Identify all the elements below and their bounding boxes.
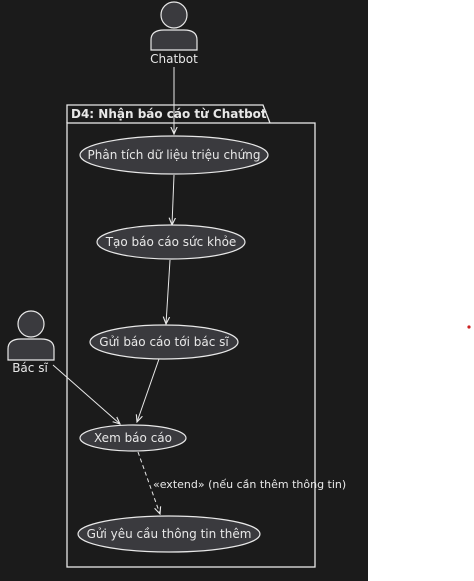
extend-label: «extend» (nếu cần thêm thông tin) bbox=[153, 478, 346, 491]
package-frame: D4: Nhận báo cáo từ Chatbot bbox=[66, 104, 316, 568]
edge-analyze-create bbox=[172, 174, 174, 225]
edge-create-send bbox=[166, 259, 171, 324]
usecase-label: Phân tích dữ liệu triệu chứng bbox=[88, 148, 261, 162]
edge-doctor-view bbox=[52, 364, 120, 424]
actor-doctor[interactable]: Bác sĩ bbox=[7, 310, 55, 375]
usecase-label: Xem báo cáo bbox=[94, 431, 172, 445]
package-tab bbox=[66, 104, 271, 124]
usecase-shape bbox=[96, 224, 246, 260]
edge-send-view bbox=[137, 358, 160, 422]
usecase-shape bbox=[79, 424, 187, 452]
usecase-label: Gửi yêu cầu thông tin thêm bbox=[87, 527, 252, 541]
red-dot-marker bbox=[467, 325, 471, 329]
diagram-panel bbox=[0, 0, 368, 581]
actor-head-icon bbox=[17, 310, 45, 338]
usecase-analyze[interactable]: Phân tích dữ liệu triệu chứng bbox=[79, 135, 269, 175]
usecase-shape bbox=[77, 515, 261, 553]
edges: «extend» (nếu cần thêm thông tin) bbox=[52, 67, 346, 514]
actor-chatbot[interactable]: Chatbot bbox=[150, 1, 198, 66]
package-title: D4: Nhận báo cáo từ Chatbot bbox=[71, 107, 267, 121]
actor-head-icon bbox=[160, 1, 188, 29]
usecase-label: Gửi báo cáo tới bác sĩ bbox=[99, 335, 229, 349]
edge-extend bbox=[137, 451, 160, 514]
blank-area bbox=[368, 0, 474, 581]
usecase-shape bbox=[89, 324, 239, 360]
usecase-view-report[interactable]: Xem báo cáo bbox=[79, 424, 187, 452]
actor-body-icon bbox=[150, 29, 198, 51]
usecase-label: Tạo báo cáo sức khỏe bbox=[105, 235, 237, 249]
usecase-request-info[interactable]: Gửi yêu cầu thông tin thêm bbox=[77, 515, 261, 553]
usecase-shape bbox=[79, 135, 269, 175]
usecase-create-report[interactable]: Tạo báo cáo sức khỏe bbox=[96, 224, 246, 260]
usecase-send-report[interactable]: Gửi báo cáo tới bác sĩ bbox=[89, 324, 239, 360]
actor-label-doctor: Bác sĩ bbox=[12, 361, 48, 375]
actor-body-icon bbox=[7, 338, 55, 361]
actor-label-chatbot: Chatbot bbox=[150, 52, 198, 66]
package-border bbox=[66, 122, 316, 568]
